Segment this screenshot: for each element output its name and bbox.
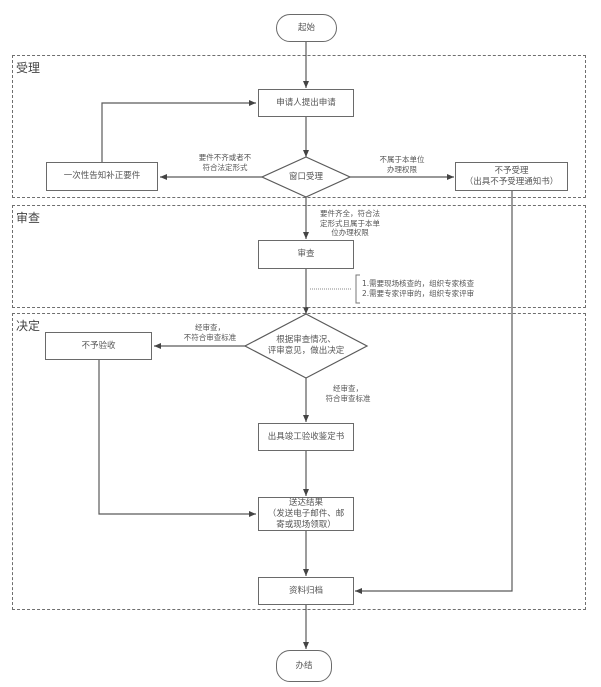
lane-decide: 决定 [12, 313, 586, 610]
review-annotation: 1.需要现场核查的，组织专家核查 2.需要专家评审的，组织专家评审 [362, 279, 475, 298]
start-node[interactable]: 起始 [276, 14, 337, 42]
window-diamond[interactable]: 窗口受理 [288, 171, 323, 182]
label-not-meet: 经审查， 不符合审查标准 [183, 323, 237, 342]
edge-reject-archive [355, 191, 513, 594]
lane-title-review: 审查 [16, 211, 41, 225]
review-node[interactable]: 审查 [258, 240, 354, 269]
label-no-authority: 不属于本单位 办理权限 [379, 155, 425, 174]
label-incomplete: 要件不齐或者不 符合法定形式 [198, 153, 252, 172]
lane-review: 审查 [12, 205, 586, 308]
archive-node[interactable]: 资料归档 [258, 577, 354, 605]
lane-accept: 受理 [12, 55, 586, 198]
correct-node[interactable]: 一次性告知补正要件 [46, 162, 158, 191]
label-complete: 要件齐全，符合法 定形式且属于本单 位办理权限 [320, 209, 380, 237]
annotation-bracket [355, 274, 360, 304]
edge-correct-apply [101, 100, 256, 162]
lane-title-decide: 决定 [16, 319, 41, 333]
end-node[interactable]: 办结 [276, 650, 332, 682]
issue-cert-node[interactable]: 出具竣工验收鉴定书 [258, 423, 354, 451]
lane-title-accept: 受理 [16, 61, 41, 75]
edge-rejectcheck-deliver [98, 360, 256, 517]
deliver-node[interactable]: 送达结果 （发送电子邮件、邮 寄或现场领取） [258, 497, 354, 531]
decision-diamond-shape [243, 313, 369, 379]
decision-diamond[interactable]: 根据审查情况、 评审意见，做出决定 [267, 335, 345, 356]
apply-node[interactable]: 申请人提出申请 [258, 89, 354, 117]
reject-accept-node[interactable]: 不予受理 （出具不予受理通知书） [455, 162, 568, 191]
label-meet: 经审查， 符合审查标准 [325, 384, 371, 403]
reject-check-node[interactable]: 不予验收 [45, 332, 152, 360]
